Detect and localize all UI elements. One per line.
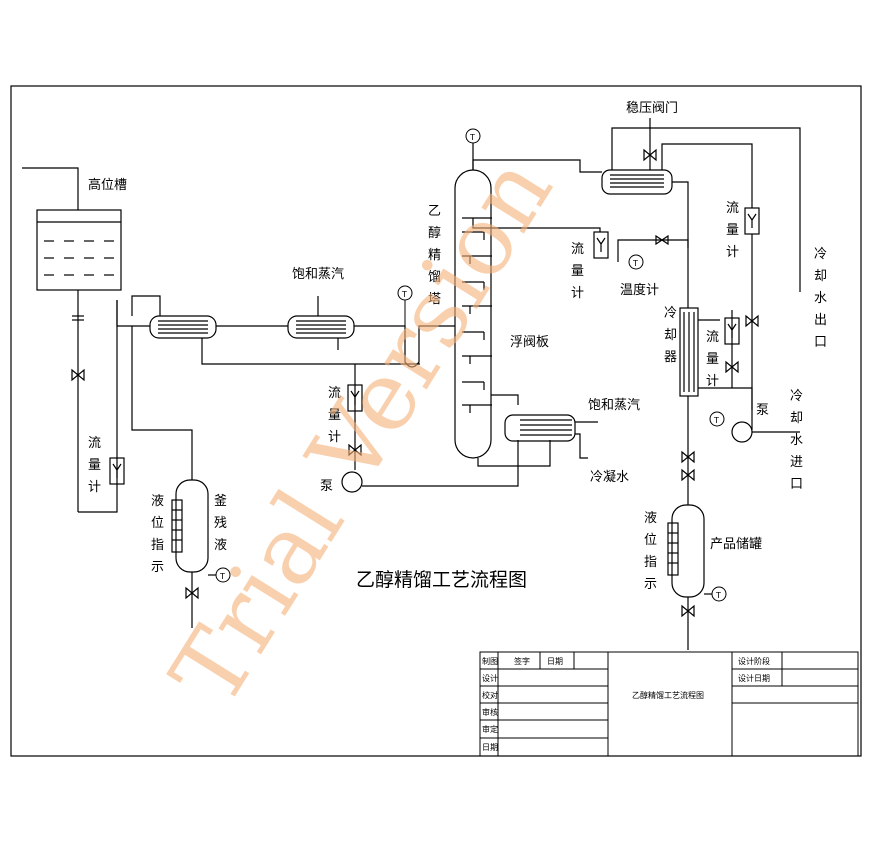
cw-in-char-1: 冷: [790, 389, 803, 404]
flowmeter-cooler-char-2: 量: [706, 352, 719, 367]
level-right-char-3: 指: [644, 555, 657, 570]
flowmeter-cw-char-3: 计: [726, 245, 739, 260]
temp-gauge-preheat: T: [397, 285, 413, 326]
bottoms-char-2: 残: [214, 516, 227, 531]
product-tank-label: 产品储罐: [710, 537, 762, 552]
flowmeter-mid-char-1: 流: [328, 386, 341, 401]
float-valve-plate-label: 浮阀板: [510, 335, 549, 350]
temp-gauge-product: T: [711, 586, 727, 602]
temp-gauge-cooler: T: [709, 411, 725, 427]
flowmeter-cooler: [724, 310, 740, 388]
level-left-char-3: 指: [151, 538, 164, 553]
flowmeter-cw: [731, 207, 800, 443]
temperature-gauge-label: 温度计: [620, 282, 659, 298]
cw-in-char-4: 进: [790, 455, 803, 470]
cw-out-char-4: 出: [814, 313, 827, 328]
bottoms-char-3: 液: [214, 538, 227, 553]
tb-drawing-name: 乙醇精馏工艺流程图: [632, 690, 704, 700]
top-condenser: [472, 118, 801, 308]
temp-gauge-reflux: T: [628, 254, 644, 270]
temp-gauge-bottoms-t: T: [219, 572, 225, 581]
tb-row-3: 校对: [482, 690, 498, 700]
flowmeter-cw-char-2: 量: [726, 223, 739, 238]
temp-gauge-bottoms: T: [215, 567, 231, 583]
tb-design-stage: 设计阶段: [738, 656, 770, 666]
cw-out-char-5: 口: [814, 335, 827, 350]
column-char-5: 塔: [428, 292, 441, 307]
tb-row-5: 审定: [482, 724, 498, 734]
bottoms-char-1: 釜: [214, 494, 227, 509]
flowmeter-top: [593, 231, 609, 259]
pump-mid-label: 泵: [320, 479, 333, 494]
diagram-title: 乙醇精馏工艺流程图: [356, 569, 527, 591]
temp-gauge-cooler-t: T: [713, 416, 719, 425]
cw-out-char-1: 冷: [814, 247, 827, 262]
flowmeter-cooler-char-1: 流: [706, 330, 719, 345]
temp-gauge-column-top: T: [465, 128, 481, 144]
reboiler: [504, 414, 598, 459]
tb-row-2: 设计: [482, 673, 498, 683]
tb-header-sign: 签字: [514, 656, 530, 666]
flowmeter-left-char-3: 计: [88, 480, 101, 495]
tb-header-date: 日期: [547, 657, 563, 666]
level-left-char-4: 示: [151, 560, 164, 575]
temp-gauge-preheat-t: T: [401, 290, 407, 299]
level-right-char-4: 示: [644, 577, 657, 592]
column-char-2: 醇: [428, 225, 441, 241]
product-tank: [667, 504, 712, 650]
cooler-char-2: 却: [664, 328, 677, 343]
cooler-char-3: 器: [664, 350, 677, 365]
level-right-char-2: 位: [644, 533, 657, 548]
high-level-tank: [22, 167, 122, 513]
level-left-char-2: 位: [151, 516, 164, 531]
cw-out-char-2: 却: [814, 269, 827, 284]
flowmeter-top-char-3: 计: [571, 286, 584, 301]
flowmeter-top-char-2: 量: [571, 264, 584, 279]
cw-out-char-3: 水: [814, 291, 827, 306]
cw-in-char-5: 口: [790, 477, 803, 492]
temp-gauge-product-t: T: [715, 591, 721, 600]
regulator-valve-label: 稳压阀门: [626, 100, 678, 116]
steam-reboiler-label: 饱和蒸汽: [588, 398, 640, 413]
cooler-char-1: 冷: [664, 306, 677, 321]
pump-right-label: 泵: [756, 403, 769, 418]
level-right-char-1: 液: [644, 511, 657, 526]
flowmeter-cw-char-1: 流: [726, 201, 739, 216]
tb-row-1: 制图: [482, 656, 498, 666]
flowmeter-top-char-1: 流: [571, 242, 584, 257]
flowmeter-mid-char-2: 量: [328, 408, 341, 423]
cw-in-char-3: 水: [790, 433, 803, 448]
high-tank-label: 高位槽: [88, 177, 127, 193]
tb-row-4: 审核: [482, 707, 498, 717]
trial-version-watermark: Trial Version: [150, 137, 575, 724]
temp-gauge-column-top-t: T: [469, 133, 475, 142]
flowmeter-mid-char-3: 计: [328, 430, 341, 445]
flowmeter-left: [109, 457, 125, 485]
drawing-frame: [10, 85, 862, 757]
tb-design-date: 设计日期: [738, 673, 770, 683]
level-left-char-1: 液: [151, 494, 164, 509]
steam-top-label: 饱和蒸汽: [292, 267, 344, 282]
condensate-label: 冷凝水: [590, 469, 629, 485]
flowmeter-cooler-char-3: 计: [706, 374, 719, 389]
column-char-4: 馏: [428, 270, 441, 285]
cw-in-char-2: 却: [790, 411, 803, 426]
column-char-3: 精: [428, 248, 441, 263]
column-char-1: 乙: [428, 204, 441, 219]
tb-row-6: 日期: [482, 743, 498, 752]
flowmeter-left-char-2: 量: [88, 458, 101, 473]
title-block: [479, 651, 859, 757]
flowmeter-left-char-1: 流: [88, 436, 101, 451]
middle-pump-loop: [341, 364, 551, 493]
temp-gauge-reflux-t: T: [632, 259, 638, 268]
feed-preheaters: [116, 295, 455, 480]
bottoms-tank: [171, 479, 216, 628]
